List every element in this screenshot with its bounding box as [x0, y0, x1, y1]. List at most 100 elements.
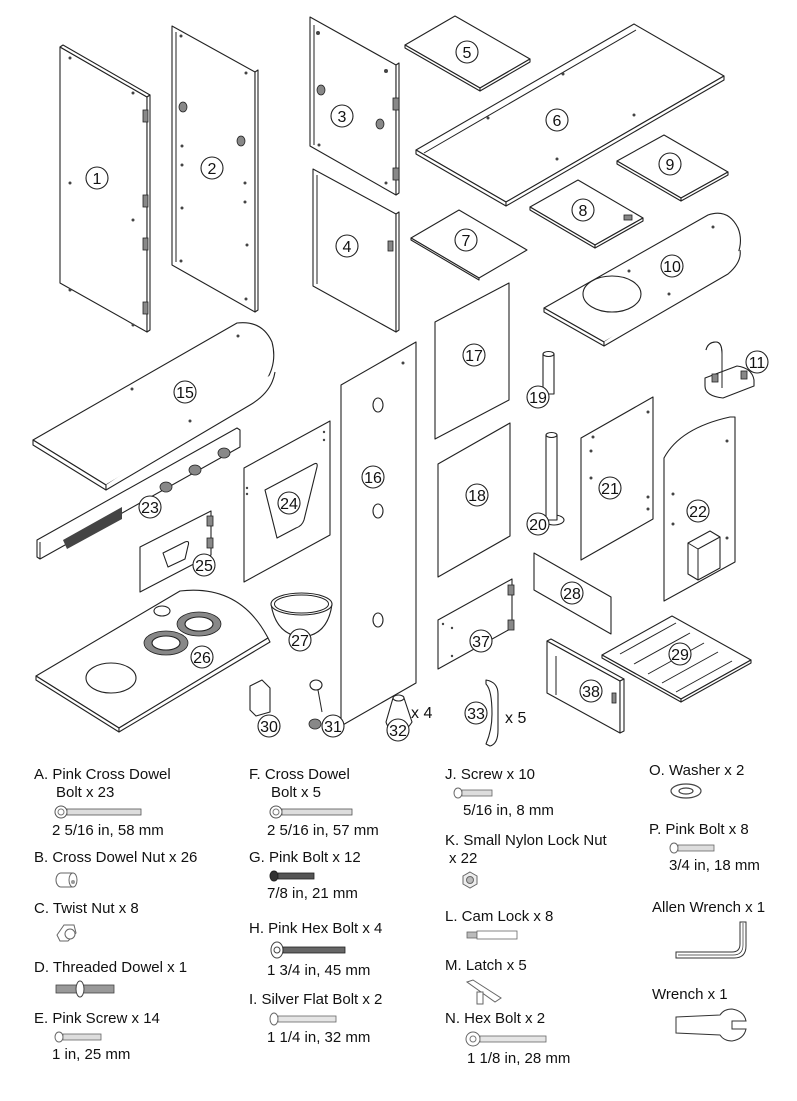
part-label: 9	[666, 157, 675, 174]
hardware-item-i: I. Silver Flat Bolt x 2 1 1/4 in, 32 mm	[249, 991, 382, 1047]
hardware-item-allen-wrench: Allen Wrench x 1	[652, 899, 765, 973]
hardware-item-l: L. Cam Lock x 8	[445, 908, 553, 944]
hardware-item-m: M. Latch x 5	[445, 957, 527, 1011]
hardware-name: Wrench x 1	[652, 986, 728, 1003]
part-26: 26	[35, 589, 271, 733]
hardware-item-h: H. Pink Hex Bolt x 4 1 3/4 in, 45 mm	[249, 920, 382, 980]
hardware-spec: 3/4 in, 18 mm	[669, 857, 760, 874]
part-22: 22	[663, 416, 736, 602]
cross-dowel-bolt-icon	[269, 805, 353, 819]
cam-lock-icon	[466, 930, 518, 940]
part-24: 24	[243, 420, 331, 583]
hardware-name: F. Cross Dowel	[249, 766, 350, 783]
part-label: 38	[582, 684, 600, 701]
part-20: 20	[526, 431, 565, 536]
part-1: 1	[59, 44, 151, 333]
hardware-name-cont: x 22	[449, 850, 478, 867]
part-label: 19	[529, 390, 547, 407]
bolt-icon	[669, 842, 715, 854]
allen-wrench-icon	[675, 921, 747, 959]
hardware-name-cont: Bolt x 23	[56, 784, 115, 801]
hardware-item-wrench: Wrench x 1	[652, 986, 752, 1046]
threaded-dowel-icon	[55, 980, 115, 998]
hardware-name: C. Twist Nut x 8	[34, 900, 139, 917]
hardware-spec: 1 in, 25 mm	[52, 1046, 131, 1063]
part-10: 10	[543, 212, 741, 347]
part-label: 25	[195, 558, 213, 575]
bolt-icon	[269, 870, 315, 882]
hardware-name: G. Pink Bolt x 12	[249, 849, 361, 866]
part-21: 21	[580, 396, 654, 561]
hardware-name: M. Latch x 5	[445, 957, 527, 974]
hardware-name: I. Silver Flat Bolt x 2	[249, 991, 383, 1008]
hardware-name: H. Pink Hex Bolt x 4	[249, 920, 383, 937]
part-label: 32	[389, 723, 407, 740]
hardware-name: P. Pink Bolt x 8	[649, 821, 749, 838]
part-label: 4	[343, 239, 352, 256]
wrench-icon	[675, 1008, 747, 1042]
part-label: 2	[208, 161, 217, 178]
part-label: 20	[529, 517, 547, 534]
part-28: 28	[533, 552, 612, 635]
hardware-item-d: D. Threaded Dowel x 1	[34, 959, 187, 1001]
part-label: 18	[468, 488, 486, 505]
part-25: 25	[139, 510, 216, 593]
part-9: 9	[616, 134, 729, 202]
part-29: 29	[601, 615, 752, 703]
part-label: 7	[462, 233, 471, 250]
screw-icon	[453, 787, 493, 799]
hardware-name: N. Hex Bolt x 2	[445, 1010, 546, 1027]
part-23: 23	[36, 427, 241, 560]
hardware-item-f: F. Cross Dowel Bolt x 5 2 5/16 in, 57 mm	[249, 766, 379, 840]
hardware-name-cont: Bolt x 5	[271, 784, 322, 801]
hardware-item-o: O. Washer x 2	[649, 762, 744, 802]
part-27: 27	[270, 592, 333, 652]
hardware-name: O. Washer x 2	[649, 762, 745, 779]
cross-dowel-nut-icon	[55, 872, 78, 888]
part-label: 5	[463, 45, 472, 62]
lock-nut-icon	[462, 871, 478, 889]
latch-icon	[465, 979, 502, 1005]
hardware-item-j: J. Screw x 10 5/16 in, 8 mm	[445, 766, 554, 820]
part-17: 17	[434, 282, 510, 440]
hardware-name: K. Small Nylon Lock Nut	[445, 832, 607, 849]
part-5: 5	[404, 15, 531, 92]
part-19: 19	[526, 350, 555, 409]
washer-icon	[670, 783, 702, 799]
part-30: 30	[249, 679, 281, 738]
part-label: 21	[601, 481, 619, 498]
part-label: 17	[465, 348, 483, 365]
hardware-spec: 7/8 in, 21 mm	[267, 885, 358, 902]
part-11: 11	[704, 341, 769, 399]
part-31: 31	[308, 679, 345, 738]
part-3: 3	[309, 16, 400, 196]
part-label: 31	[324, 719, 342, 736]
part-label: 1	[93, 171, 102, 188]
hardware-item-k: K. Small Nylon Lock Nut x 22	[445, 832, 607, 892]
part-label: 28	[563, 586, 581, 603]
part-8: 8	[529, 179, 644, 249]
hardware-item-b: B. Cross Dowel Nut x 26	[34, 849, 197, 893]
part-7: 7	[410, 209, 528, 281]
hardware-name: B. Cross Dowel Nut x 26	[34, 849, 198, 866]
hex-bolt-icon	[270, 941, 346, 959]
part-4: 4	[312, 168, 400, 333]
part-label: 15	[176, 385, 194, 402]
hardware-name: D. Threaded Dowel x 1	[34, 959, 188, 976]
hardware-name: A. Pink Cross Dowel	[34, 766, 171, 783]
hex-bolt-icon	[465, 1031, 547, 1047]
hardware-item-n: N. Hex Bolt x 2 1 1/8 in, 28 mm	[445, 1010, 570, 1068]
hardware-spec: 1 1/4 in, 32 mm	[267, 1029, 371, 1046]
hardware-name: L. Cam Lock x 8	[445, 908, 554, 925]
part-quantity: x 5	[505, 710, 526, 727]
hardware-spec: 1 1/8 in, 28 mm	[467, 1050, 571, 1067]
part-33: 33 x 5	[464, 679, 526, 747]
part-label: 30	[260, 719, 278, 736]
part-label: 26	[193, 650, 211, 667]
hardware-spec: 2 5/16 in, 58 mm	[52, 822, 164, 839]
part-label: 6	[553, 113, 562, 130]
part-38: 38	[546, 638, 625, 734]
part-15: 15	[32, 322, 276, 491]
part-label: 16	[364, 470, 382, 487]
hardware-spec: 5/16 in, 8 mm	[463, 802, 554, 819]
